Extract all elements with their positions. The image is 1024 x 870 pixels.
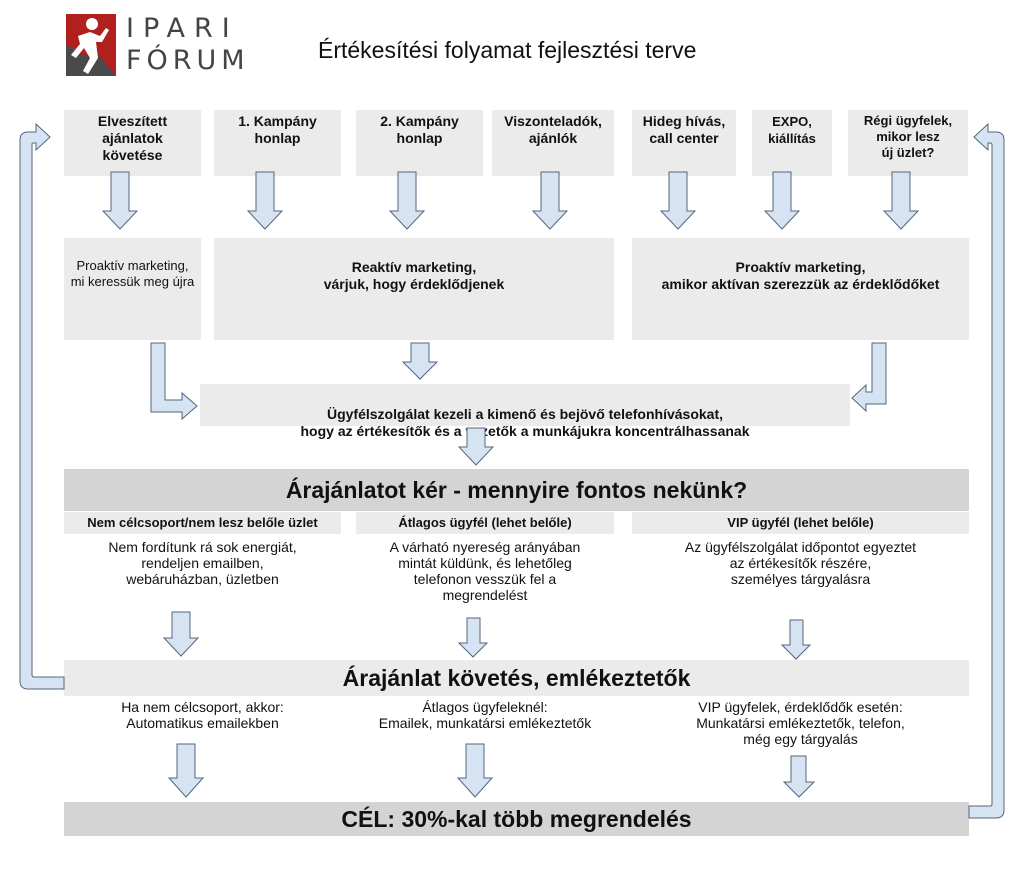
bent-arrow-left-icon <box>851 342 887 413</box>
bent-arrow-right-icon <box>150 342 198 421</box>
segment-heading-average: Átlagos ügyfél (lehet belőle) <box>356 512 614 534</box>
feedback-loop-left-icon <box>19 122 65 690</box>
down-arrow-icon <box>457 617 489 658</box>
proactive-marketing-left-text: Proaktív marketing, mi keressük meg újra <box>70 258 195 289</box>
logo-line-2: FÓRUM <box>126 45 250 76</box>
down-arrow-icon <box>401 342 439 380</box>
proactive-marketing-left-box: Proaktív marketing, mi keressük meg újra <box>64 238 201 340</box>
down-arrow-icon <box>246 171 284 230</box>
page-title: Értékesítési folyamat fejlesztési terve <box>318 37 697 63</box>
goal-bar: CÉL: 30%-kal több megrendelés <box>64 802 969 836</box>
source-box-expo: EXPO, kiállítás <box>752 110 832 176</box>
goal-text: CÉL: 30%-kal több megrendelés <box>341 806 692 832</box>
source-label: Viszonteladók, ajánlók <box>504 113 602 146</box>
source-label: Hideg hívás, call center <box>642 113 726 146</box>
source-box-lost-offers: Elveszített ajánlatok követése <box>64 110 201 176</box>
down-arrow-icon <box>531 171 569 230</box>
source-label: EXPO, kiállítás <box>768 114 816 146</box>
followup-bar: Árajánlat követés, emlékeztetők <box>64 660 969 696</box>
quote-request-bar: Árajánlatot kér - mennyire fontos nekünk… <box>64 469 969 511</box>
logo: IPARI FÓRUM <box>66 14 245 76</box>
feedback-loop-right-icon <box>968 122 1005 819</box>
source-box-campaign-1: 1. Kampány honlap <box>214 110 341 176</box>
segment-heading-non-target: Nem célcsoport/nem lesz belőle üzlet <box>64 512 341 534</box>
followup-text-vip: VIP ügyfelek, érdeklődők esetén: Munkatá… <box>696 699 905 747</box>
down-arrow-icon <box>388 171 426 230</box>
down-arrow-icon <box>456 743 494 798</box>
followup-text-non-target: Ha nem célcsoport, akkor: Automatikus em… <box>121 699 284 731</box>
segment-heading-text: Átlagos ügyfél (lehet belőle) <box>398 515 572 530</box>
source-label: Elveszített ajánlatok követése <box>97 113 168 163</box>
source-box-old-clients: Régi ügyfelek, mikor lesz új üzlet? <box>848 110 968 176</box>
proactive-marketing-right-text: Proaktív marketing, amikor aktívan szere… <box>661 259 940 292</box>
segment-text-non-target: Nem fordítunk rá sok energiát, rendeljen… <box>108 539 297 587</box>
proactive-marketing-right-box: Proaktív marketing, amikor aktívan szere… <box>632 238 969 340</box>
followup-title: Árajánlat követés, emlékeztetők <box>342 665 691 691</box>
down-arrow-icon <box>882 171 920 230</box>
segment-heading-vip: VIP ügyfél (lehet belőle) <box>632 512 969 534</box>
quote-request-title: Árajánlatot kér - mennyire fontos nekünk… <box>285 477 748 503</box>
source-label: Régi ügyfelek, mikor lesz új üzlet? <box>863 113 953 160</box>
segment-heading-text: Nem célcsoport/nem lesz belőle üzlet <box>87 515 318 530</box>
logo-line-1: IPARI <box>126 13 239 44</box>
down-arrow-icon <box>659 171 697 230</box>
source-label: 2. Kampány honlap <box>380 113 459 146</box>
customer-service-box: Ügyfélszolgálat kezeli a kimenő és bejöv… <box>200 384 850 439</box>
segment-text-vip: Az ügyfélszolgálat időpontot egyeztet az… <box>684 539 917 587</box>
down-arrow-icon <box>101 171 139 230</box>
logo-mark-icon <box>66 14 116 76</box>
reactive-marketing-box: Reaktív marketing, várjuk, hogy érdeklőd… <box>214 238 614 340</box>
down-arrow-icon <box>457 427 495 466</box>
down-arrow-icon <box>780 619 812 660</box>
followup-text-average: Átlagos ügyfeleknél: Emailek, munkatársi… <box>378 699 592 731</box>
segment-text-average: A várható nyereség arányában mintát küld… <box>389 539 581 603</box>
source-label: 1. Kampány honlap <box>238 113 317 146</box>
reactive-marketing-text: Reaktív marketing, várjuk, hogy érdeklőd… <box>323 259 505 292</box>
segment-heading-text: VIP ügyfél (lehet belőle) <box>727 515 874 530</box>
source-box-cold-call: Hideg hívás, call center <box>632 110 736 176</box>
source-box-resellers: Viszonteladók, ajánlók <box>492 110 614 176</box>
down-arrow-icon <box>167 743 205 798</box>
down-arrow-icon <box>162 611 200 657</box>
source-box-campaign-2: 2. Kampány honlap <box>356 110 483 176</box>
down-arrow-icon <box>763 171 801 230</box>
down-arrow-icon <box>782 755 816 798</box>
